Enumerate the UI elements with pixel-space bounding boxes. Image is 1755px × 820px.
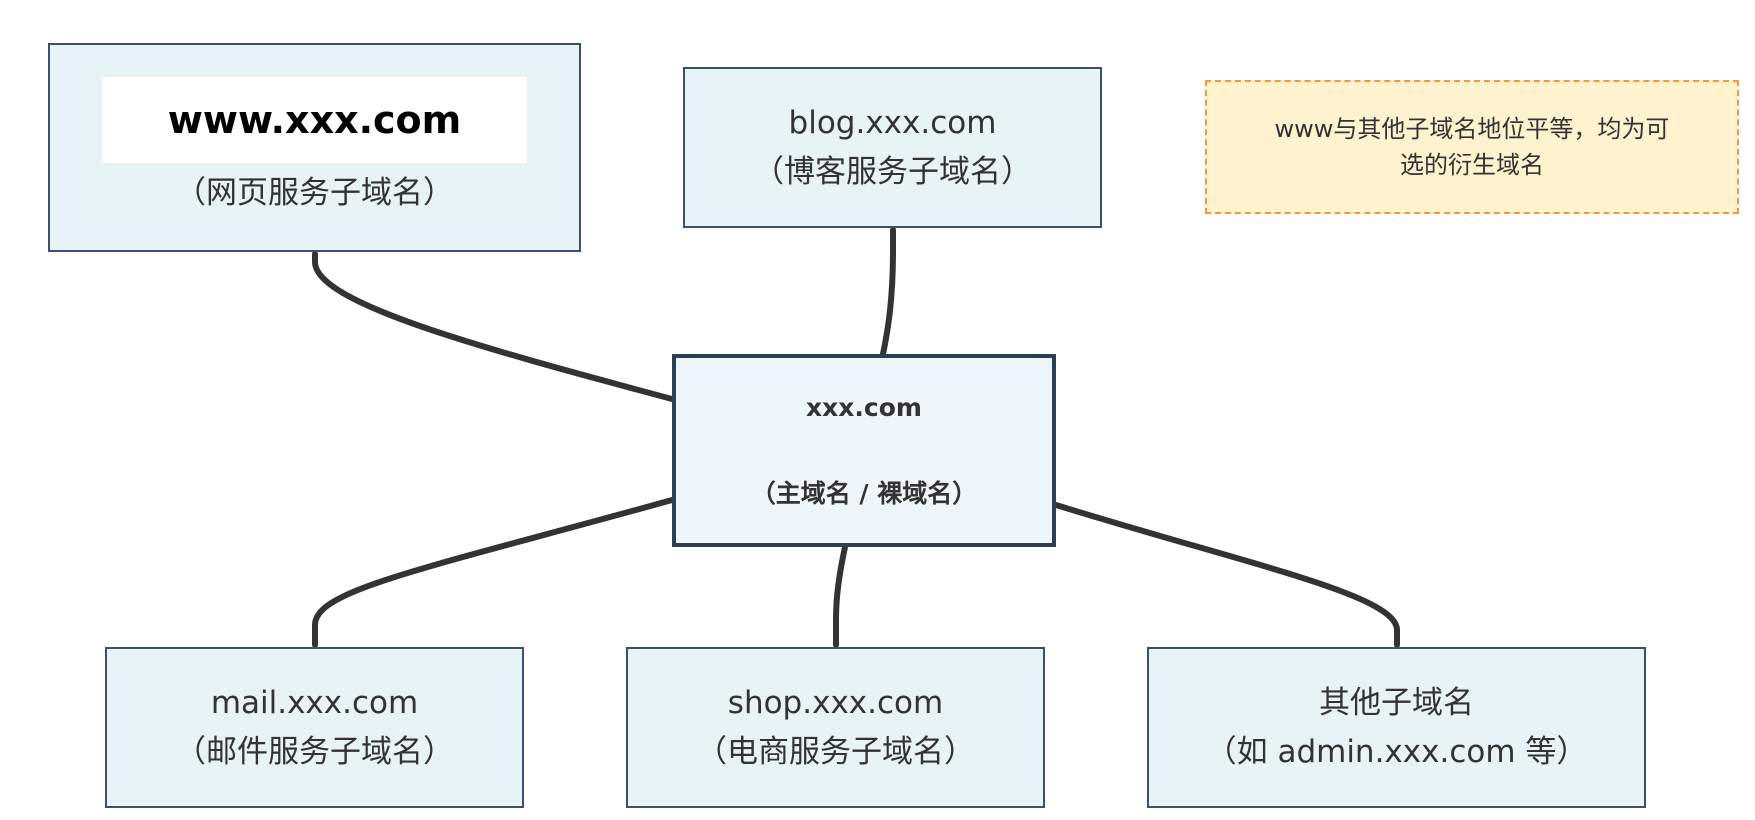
mail-domain-label: mail.xxx.com: [210, 684, 419, 721]
root-domain-label: xxx.com: [806, 392, 922, 422]
blog-domain-label: blog.xxx.com: [788, 104, 997, 141]
shop-description: （电商服务子域名）: [696, 733, 975, 770]
www-domain-label: www.xxx.com: [102, 77, 527, 163]
shop-subdomain-node: shop.xxx.com （电商服务子域名）: [626, 647, 1045, 808]
other-subdomain-node: 其他子域名 （如 admin.xxx.com 等）: [1147, 647, 1646, 808]
edge-blog-root: [880, 227, 896, 357]
www-description: （网页服务子域名）: [175, 175, 454, 211]
edge-root-mail: [312, 497, 675, 648]
note-text: www与其他子域名地位平等，均为可选的衍生域名: [1274, 115, 1670, 179]
shop-domain-label: shop.xxx.com: [727, 684, 944, 721]
www-subdomain-node: www.xxx.com （网页服务子域名）: [48, 43, 581, 252]
root-description: （主域名 / 裸域名）: [750, 478, 978, 508]
other-domain-label: 其他子域名: [1319, 684, 1474, 721]
blog-description: （博客服务子域名）: [753, 153, 1032, 190]
edge-root-other: [1053, 502, 1400, 648]
other-description: （如 admin.xxx.com 等）: [1205, 733, 1588, 770]
note-box: www与其他子域名地位平等，均为可选的衍生域名: [1205, 80, 1739, 214]
edge-www-root: [312, 251, 675, 402]
root-domain-node: xxx.com （主域名 / 裸域名）: [672, 354, 1056, 547]
mail-description: （邮件服务子域名）: [175, 733, 454, 770]
mail-subdomain-node: mail.xxx.com （邮件服务子域名）: [105, 647, 524, 808]
blog-subdomain-node: blog.xxx.com （博客服务子域名）: [683, 67, 1102, 228]
edge-root-shop: [833, 544, 848, 648]
